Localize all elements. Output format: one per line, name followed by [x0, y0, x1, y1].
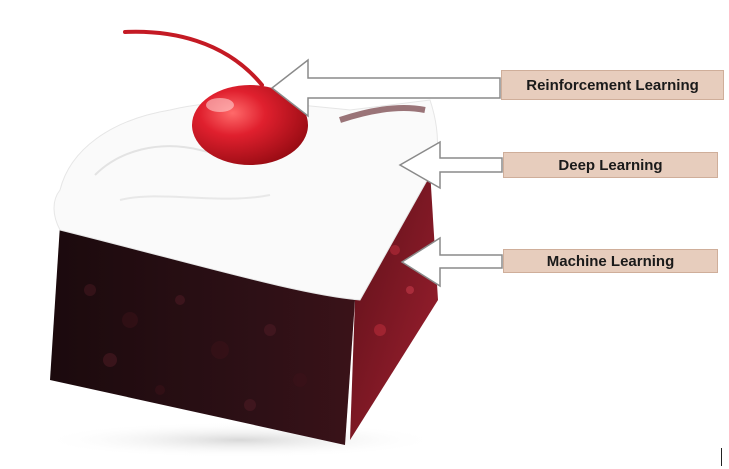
cake-side-face [350, 170, 438, 440]
label-deep-learning: Deep Learning [503, 152, 718, 178]
arrow-reinforcement [270, 58, 501, 118]
arrow-deep [398, 140, 503, 190]
arrow-machine [400, 236, 503, 288]
label-reinforcement-learning: Reinforcement Learning [501, 70, 724, 100]
cherry-stem [123, 29, 264, 87]
label-machine-learning: Machine Learning [503, 249, 718, 273]
cake-shadow [40, 422, 440, 458]
text-cursor [721, 448, 722, 466]
cream-top [53, 99, 438, 301]
cake-front-face [50, 225, 355, 445]
cake-texture [84, 245, 414, 411]
